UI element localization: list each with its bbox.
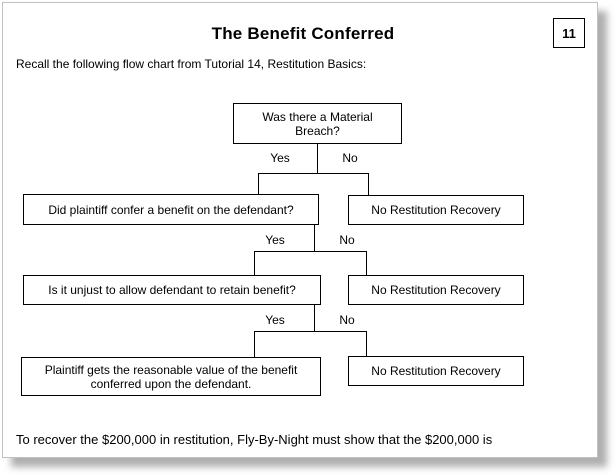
connector-stub-1	[317, 143, 318, 174]
branch-label-yes-2: Yes	[265, 233, 285, 247]
connector-drop-yes-1	[258, 173, 259, 195]
flowchart-box-no-recovery-1: No Restitution Recovery	[348, 195, 524, 225]
flowchart-box-unjust-retain: Is it unjust to allow defendant to retai…	[23, 275, 321, 305]
connector-drop-no-3	[366, 331, 367, 357]
branch-label-no-1: No	[342, 151, 358, 165]
connector-drop-yes-3	[254, 331, 255, 358]
connector-stub-2	[314, 224, 315, 252]
page-title: The Benefit Conferred	[211, 24, 395, 43]
intro-text: Recall the following flow chart from Tut…	[16, 57, 367, 71]
branch-label-no-2: No	[339, 233, 355, 247]
page-number-box: 11	[553, 18, 585, 48]
flowchart-box-recovery-outcome: Plaintiff gets the reasonable value of t…	[21, 357, 321, 396]
connector-stub-3	[314, 304, 315, 332]
flowchart-box-no-recovery-3: No Restitution Recovery	[348, 356, 524, 386]
connector-drop-no-2	[366, 251, 367, 276]
footer-text: To recover the $200,000 in restitution, …	[16, 432, 493, 447]
branch-label-no-3: No	[339, 313, 355, 327]
flowchart-box-no-recovery-2: No Restitution Recovery	[348, 275, 524, 305]
connector-drop-no-1	[368, 173, 369, 196]
connector-branch-bar-3	[254, 331, 367, 332]
page-number: 11	[562, 25, 576, 41]
branch-label-yes-3: Yes	[265, 313, 285, 327]
flowchart-box-material-breach: Was there a Material Breach?	[233, 103, 402, 144]
slide-page: The Benefit Conferred 11 Recall the foll…	[2, 2, 598, 458]
branch-label-yes-1: Yes	[270, 151, 290, 165]
connector-branch-bar-1	[258, 173, 369, 174]
connector-drop-yes-2	[254, 251, 255, 276]
flowchart-box-confer-benefit: Did plaintiff confer a benefit on the de…	[23, 194, 319, 225]
connector-branch-bar-2	[254, 251, 367, 252]
